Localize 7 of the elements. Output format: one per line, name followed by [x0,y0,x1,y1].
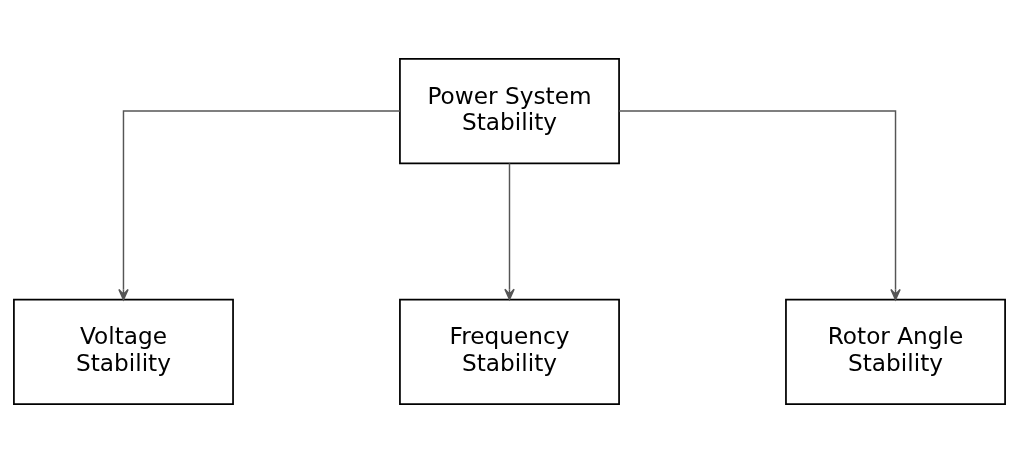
arrow [618,109,901,300]
node-box: Power System Stability [399,57,620,164]
node-box: Frequency Stability [399,298,620,405]
arrow [118,109,401,300]
arrow [504,162,515,300]
node-box: Rotor Angle Stability [785,298,1006,405]
node-box: Voltage Stability [13,298,234,405]
